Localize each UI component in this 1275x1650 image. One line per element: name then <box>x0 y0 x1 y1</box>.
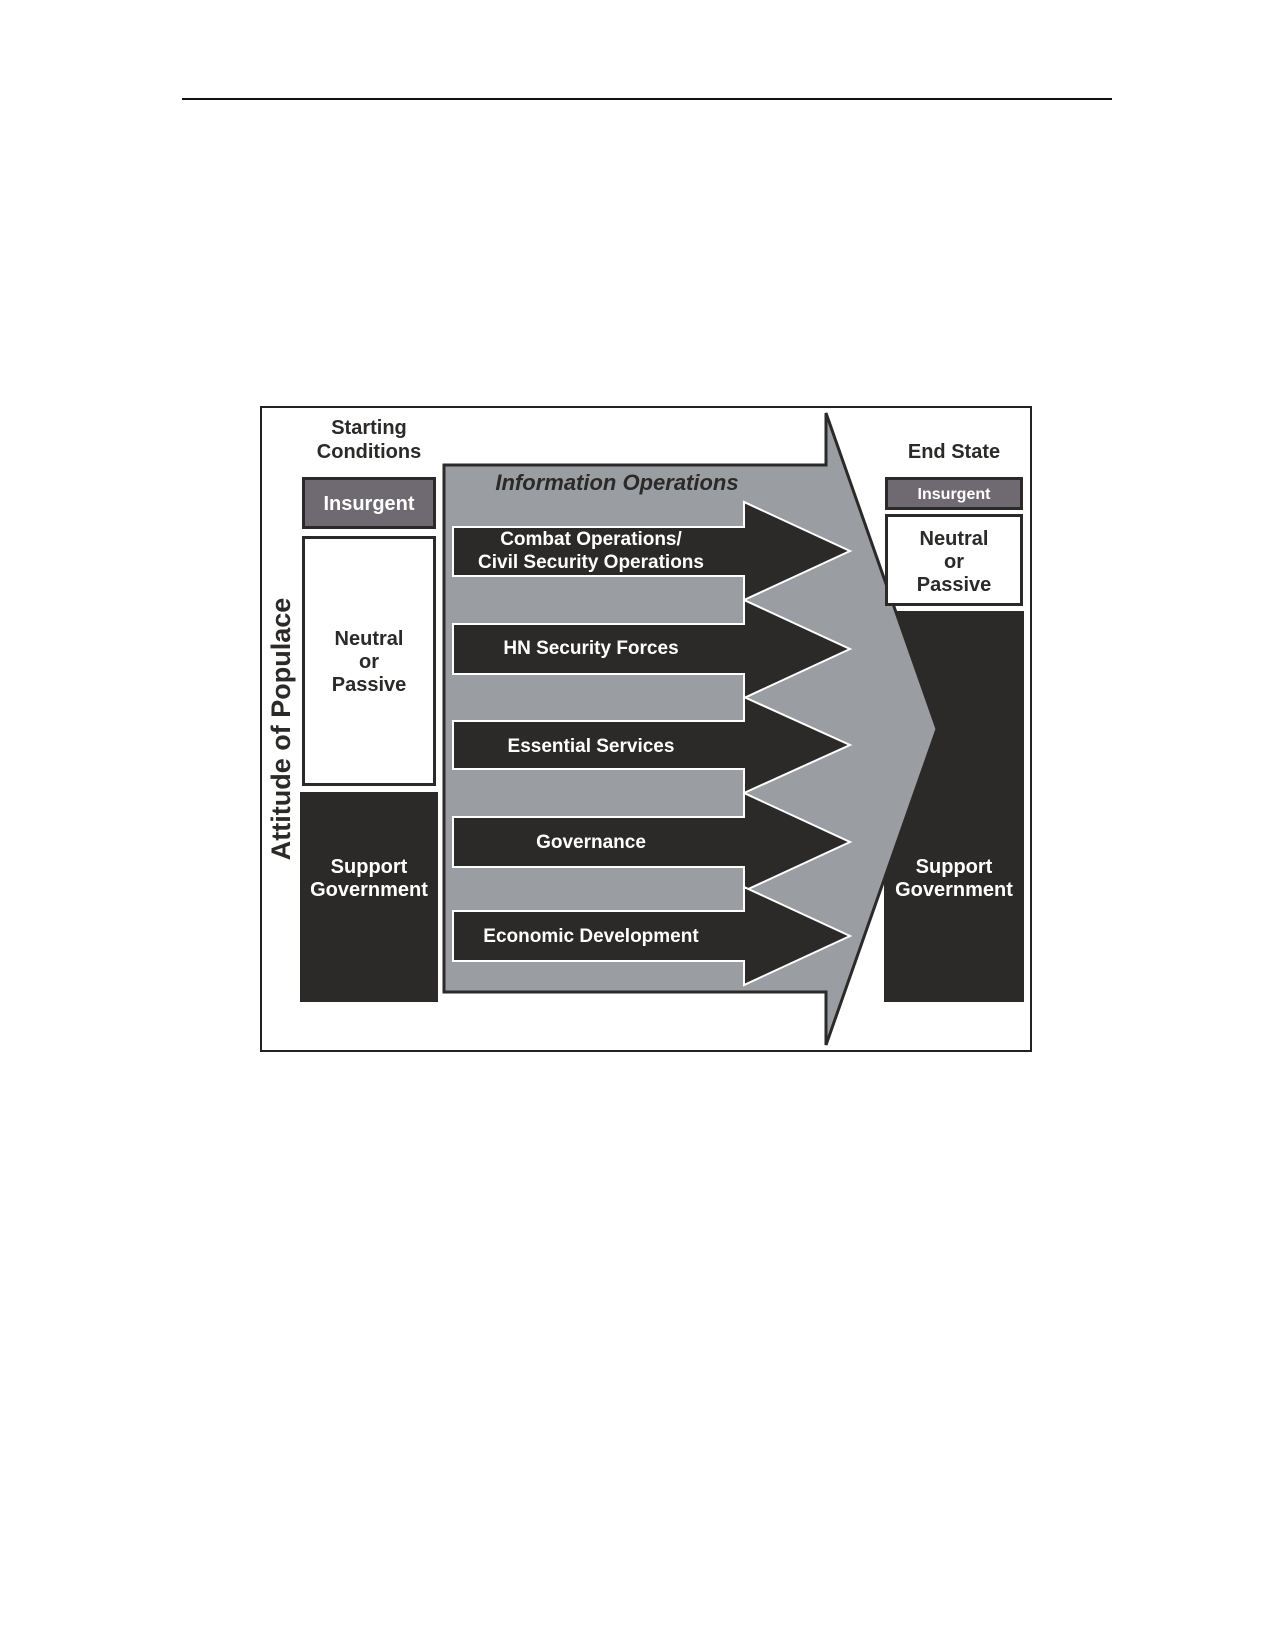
end-support-label-line2: Government <box>895 879 1013 901</box>
information-operations-label: Information Operations <box>495 470 738 495</box>
loo-arrow-shape <box>452 885 853 987</box>
starting-support-label-line1: Support <box>331 856 408 878</box>
end-neutral-group: Neutral or Passive <box>885 514 1023 606</box>
loo-arrow-shape <box>452 500 853 602</box>
loo-arrow-governance: Governance <box>452 791 853 893</box>
loo-arrow-shape <box>452 791 853 893</box>
loo-arrow-combat-operations: Combat Operations/ Civil Security Operat… <box>452 500 853 602</box>
end-neutral-label-line3: Passive <box>917 574 992 596</box>
starting-insurgent-box-inner <box>305 480 433 526</box>
page-top-rule <box>182 98 1112 100</box>
starting-conditions-column: Starting Conditions Insurgent Neutral or… <box>300 417 438 1002</box>
loo-label-combat-operations-line2: Civil Security Operations <box>478 552 704 573</box>
end-insurgent-box-inner <box>888 480 1020 507</box>
end-insurgent-label: Insurgent <box>918 486 992 503</box>
end-state-title: End State <box>908 441 1000 463</box>
end-neutral-label-line2: or <box>944 551 964 573</box>
starting-conditions-title-line2: Conditions <box>317 441 421 463</box>
starting-neutral-label-line1: Neutral <box>335 628 404 650</box>
end-neutral-box-inner <box>888 517 1020 603</box>
starting-insurgent-label: Insurgent <box>323 493 414 515</box>
starting-neutral-label-line3: Passive <box>332 674 407 696</box>
loo-arrow-shape <box>452 695 853 795</box>
end-support-label-line1: Support <box>916 856 993 878</box>
loo-label-economic-development: Economic Development <box>483 926 699 947</box>
starting-neutral-box-inner <box>305 539 433 783</box>
loo-arrow-economic-development: Economic Development <box>452 885 853 987</box>
loo-arrow-hn-security-forces: HN Security Forces <box>452 598 853 700</box>
loo-arrow-shape <box>452 598 853 700</box>
starting-support-box <box>300 792 438 1002</box>
end-neutral-label-line1: Neutral <box>920 528 989 550</box>
loo-label-essential-services: Essential Services <box>508 736 675 757</box>
starting-neutral-label-line2: or <box>359 651 379 673</box>
loo-label-governance: Governance <box>536 832 646 853</box>
loo-arrow-essential-services: Essential Services <box>452 695 853 795</box>
loo-label-hn-security-forces: HN Security Forces <box>503 638 678 659</box>
axis-label-attitude-of-populace: Attitude of Populace <box>266 598 296 861</box>
starting-conditions-title-line1: Starting <box>331 417 407 439</box>
loo-label-combat-operations-line1: Combat Operations/ <box>500 529 682 550</box>
starting-support-label-line2: Government <box>310 879 428 901</box>
